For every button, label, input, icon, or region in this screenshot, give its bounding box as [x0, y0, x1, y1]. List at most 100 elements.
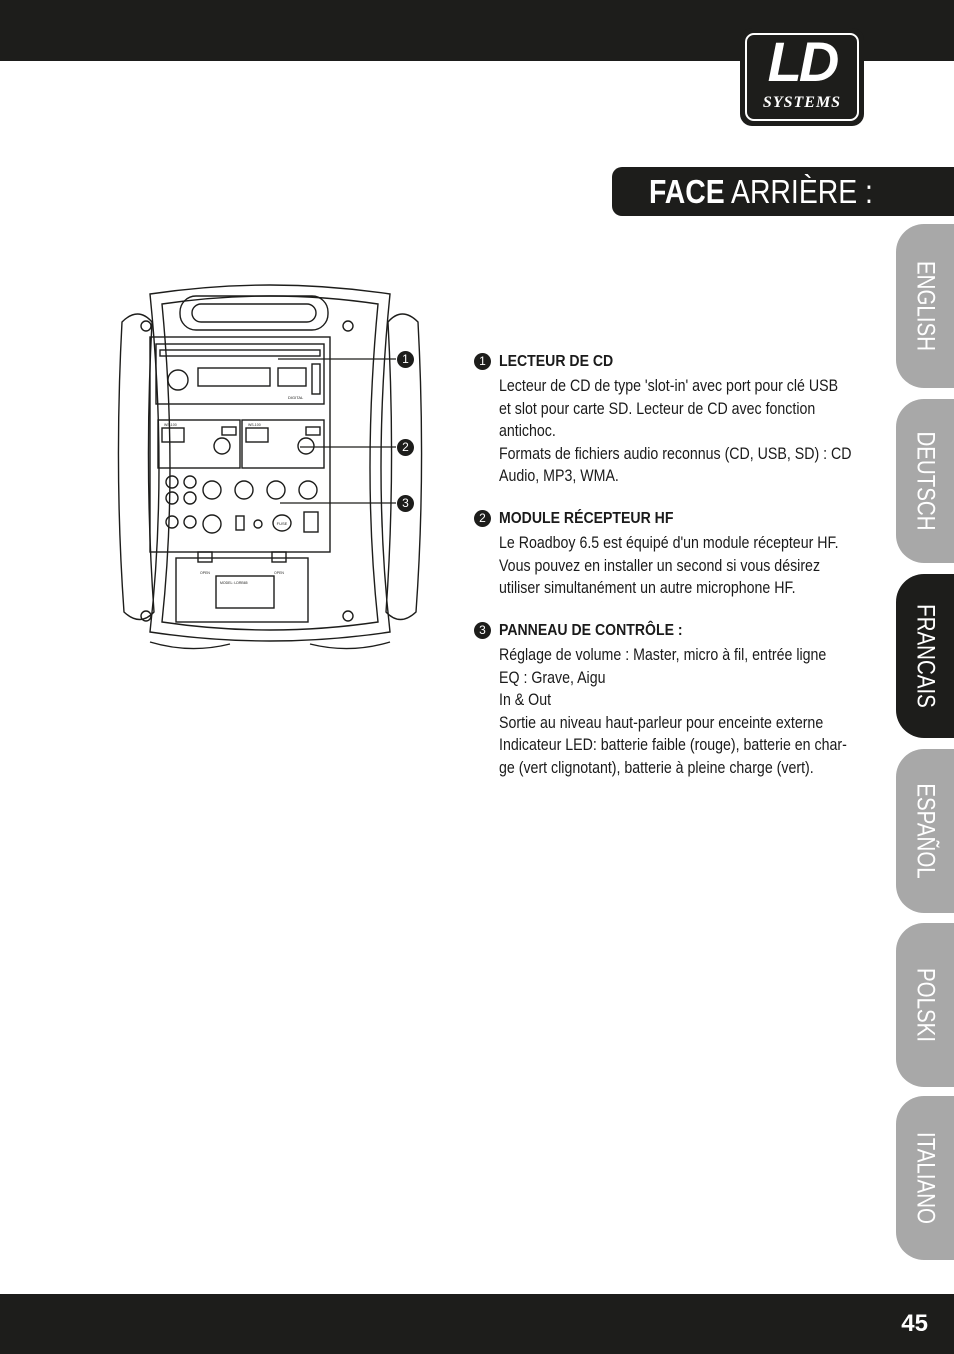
usb-sd-slot [311, 363, 321, 395]
foot-right [309, 641, 391, 650]
receiver-2-knob [297, 437, 315, 455]
left-side-panel [117, 313, 155, 621]
page-number: 45 [901, 1310, 928, 1337]
cd-knob [167, 369, 189, 391]
section-1-line: antichoc. [499, 422, 556, 441]
section-2-line: Le Roadboy 6.5 est équipé d'un module ré… [499, 534, 839, 552]
battery-latch-left [197, 551, 213, 563]
cd-slot [159, 349, 321, 357]
battery-latch-right [271, 551, 287, 563]
section-2-line: utiliser simultanément un autre micropho… [499, 579, 796, 598]
front-panel [149, 336, 331, 553]
page-title-rest: ARRIÈRE : [724, 173, 873, 210]
section-3-line: Réglage de volume : Master, micro à fil,… [499, 646, 827, 664]
speaker-rear-illustration: FUSE OPEN OPEN DIGITAL MODEL: LDRB65 WS-… [117, 284, 423, 650]
receiver-1-display [161, 427, 185, 443]
section-1-line: Formats de fichiers audio reconnus (CD, … [499, 444, 852, 463]
screw-bl [140, 610, 152, 622]
handle [179, 295, 329, 331]
tab-english[interactable]: ENGLISH [896, 224, 954, 388]
section-1-line: et slot pour carte SD. Lecteur de CD ave… [499, 399, 816, 418]
receiver-2-switch [305, 426, 321, 436]
page-title-bold: FACE [649, 173, 725, 210]
logo-sub-text: SYSTEMS [762, 94, 842, 111]
battery-label [215, 575, 275, 609]
jack-mic-1 [165, 475, 179, 489]
section-1-title: LECTEUR DE CD [499, 353, 614, 370]
inner-case [161, 295, 379, 631]
section-3-line: ge (vert clignotant), batterie à pleine … [499, 758, 814, 777]
section-2-line: Vous pouvez en installer un second si vo… [499, 556, 821, 575]
open-text-left: OPEN [200, 571, 210, 575]
cd-brand-text: DIGITAL [288, 395, 304, 400]
receiver-2-brand: WS-100 [248, 423, 261, 427]
section-2-title: MODULE RÉCEPTEUR HF [499, 510, 674, 527]
tab-francais[interactable]: FRANCAIS [896, 574, 954, 738]
receiver-1-brand: WS-100 [164, 423, 177, 427]
right-side-panel [385, 313, 423, 621]
tab-deutsch-label: DEUTSCH [911, 431, 940, 531]
foot-left [149, 641, 231, 650]
section-control-panel: 3 PANNEAU DE CONTRÔLE : Réglage de volum… [474, 620, 874, 780]
callout-1: 1 [397, 351, 414, 368]
battery-model-text: MODEL: LDRB65 [220, 581, 248, 585]
title-banner: FACE ARRIÈRE : [612, 167, 954, 216]
tab-polski-label: POLSKI [911, 967, 940, 1043]
tab-polski[interactable]: POLSKI [896, 923, 954, 1087]
section-3-title: PANNEAU DE CONTRÔLE : [499, 622, 683, 639]
outer-case [149, 284, 391, 642]
open-text-right: OPEN [274, 571, 284, 575]
handle-grip [191, 303, 317, 323]
bottom-bar [0, 1294, 954, 1354]
receiver-1-switch [221, 426, 237, 436]
receiver-module-2 [241, 419, 325, 469]
knob-treble [298, 480, 318, 500]
receiver-2-display [245, 427, 269, 443]
knob-bass [266, 480, 286, 500]
tab-italiano-label: ITALIANO [911, 1132, 940, 1224]
dc-input [235, 515, 245, 531]
cd-button-block [277, 367, 307, 387]
knob-master [202, 514, 222, 534]
receiver-1-knob [213, 437, 231, 455]
logo-main-text: LD [767, 30, 840, 93]
knob-line-volume [234, 480, 254, 500]
section-3-body: Réglage de volume : Master, micro à fil,… [499, 644, 869, 780]
ld-systems-logo: LD SYSTEMS [740, 28, 864, 126]
section-2-body: Le Roadboy 6.5 est équipé d'un module ré… [499, 532, 869, 600]
page-title: FACE ARRIÈRE : [649, 173, 873, 211]
section-3-line: EQ : Grave, Aigu [499, 668, 606, 687]
section-receiver-module: 2 MODULE RÉCEPTEUR HF Le Roadboy 6.5 est… [474, 508, 874, 600]
fuse-holder [272, 514, 292, 532]
jack-line-in [165, 491, 179, 505]
cd-player-module [155, 343, 325, 405]
tab-francais-label: FRANCAIS [911, 604, 940, 708]
tab-english-label: ENGLISH [911, 260, 940, 352]
section-3-line: Indicateur LED: batterie faible (rouge),… [499, 736, 847, 755]
jack-line-out [183, 491, 197, 505]
tab-italiano[interactable]: ITALIANO [896, 1096, 954, 1260]
cd-display [197, 367, 271, 387]
receiver-module-1 [157, 419, 241, 469]
tab-espanol[interactable]: ESPAÑOL [896, 749, 954, 913]
callout-2: 2 [397, 439, 414, 456]
jack-mic-2 [183, 475, 197, 489]
tab-espanol-label: ESPAÑOL [911, 783, 940, 879]
screw-br [342, 610, 354, 622]
battery-compartment [175, 557, 309, 623]
power-switch [303, 511, 319, 533]
knob-mic-volume [202, 480, 222, 500]
jack-speaker-out [165, 515, 179, 529]
section-1-line: Audio, MP3, WMA. [499, 467, 619, 486]
screw-tl [140, 320, 152, 332]
section-3-number: 3 [474, 622, 491, 639]
logo-border [745, 33, 859, 121]
section-2-number: 2 [474, 510, 491, 527]
fuse-text: FUSE [277, 521, 288, 526]
tab-deutsch[interactable]: DEUTSCH [896, 399, 954, 563]
screw-tr [342, 320, 354, 332]
jack-aux [183, 515, 197, 529]
section-3-line: In & Out [499, 691, 552, 710]
section-cd-player: 1 LECTEUR DE CD Lecteur de CD de type 's… [474, 351, 874, 488]
led-indicator [253, 519, 263, 529]
